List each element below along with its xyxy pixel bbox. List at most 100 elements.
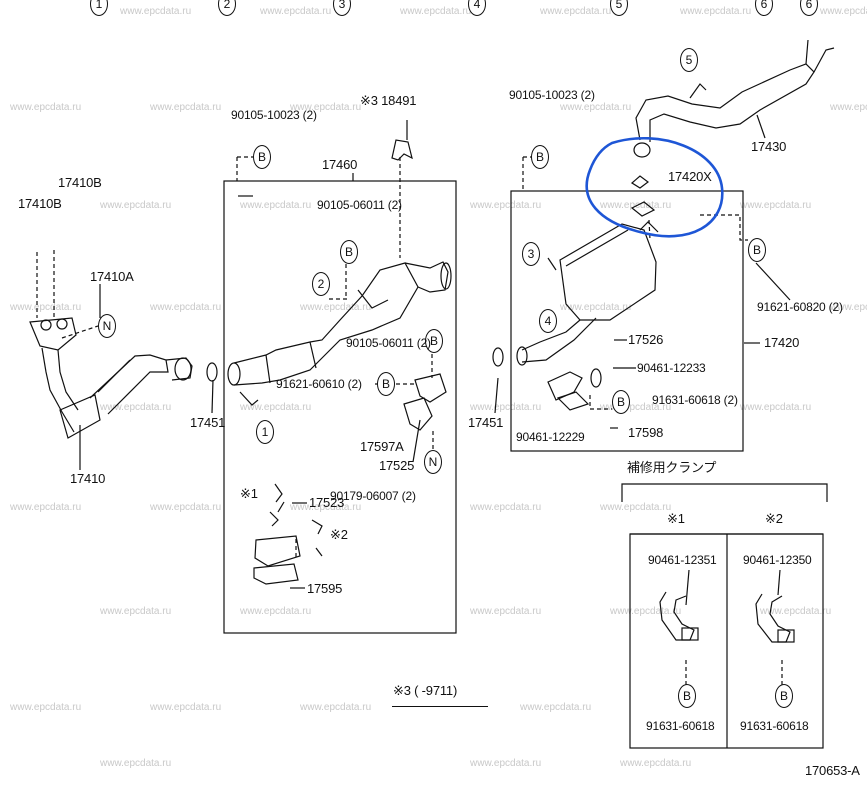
repair-clamp-col1-head: ※1	[667, 511, 685, 526]
part-17526: 17526	[628, 332, 664, 347]
box-17420	[510, 190, 744, 452]
part-17420x: 17420X	[668, 169, 712, 184]
watermark: www.epcdata.ru	[260, 6, 332, 17]
watermark: www.epcdata.ru	[600, 402, 672, 413]
watermark: www.epcdata.ru	[620, 758, 692, 769]
part-91621-60610: 91621-60610 (2)	[276, 377, 362, 391]
part-17597a: 17597A	[360, 439, 404, 454]
muffler-17420	[516, 221, 659, 366]
part-17430: 17430	[751, 139, 787, 154]
watermark: www.epcdata.ru	[300, 302, 372, 313]
part-17420: 17420	[764, 335, 800, 350]
watermark: www.epcdata.ru	[540, 6, 612, 17]
watermark: www.epcdata.ru	[830, 102, 867, 113]
callout-b-6: B	[748, 238, 766, 262]
callout-b-3: B	[425, 329, 443, 353]
watermark: www.epcdata.ru	[100, 200, 172, 211]
part-17410b-lower: 17410B	[18, 196, 62, 211]
watermark: www.epcdata.ru	[240, 200, 312, 211]
part-90179-06007: 90179-06007 (2)	[330, 489, 416, 503]
part-90105-06011-lower: 90105-06011 (2)	[346, 336, 431, 350]
watermark: www.epcdata.ru	[470, 402, 542, 413]
watermark: www.epcdata.ru	[150, 502, 222, 513]
part-17410: 17410	[70, 471, 106, 486]
watermark: www.epcdata.ru	[240, 606, 312, 617]
watermark: www.epcdata.ru	[100, 758, 172, 769]
callout-b-1: B	[253, 145, 271, 169]
section-circle-1: 1	[256, 420, 274, 444]
part-17410a: 17410A	[90, 269, 134, 284]
callout-b-8: B	[678, 684, 696, 708]
watermark: www.epcdata.ru	[400, 6, 472, 17]
part-17595: 17595	[307, 581, 343, 596]
clamp-bracket	[621, 483, 828, 502]
watermark: www.epcdata.ru	[610, 606, 682, 617]
part-17451-right: 17451	[468, 415, 504, 430]
watermark: www.epcdata.ru	[740, 402, 812, 413]
watermark: www.epcdata.ru	[100, 402, 172, 413]
mark-2-label: ※2	[330, 527, 348, 542]
tailpipe-17430	[633, 39, 835, 158]
callout-b-5: B	[531, 145, 549, 169]
callout-b-9: B	[775, 684, 793, 708]
repair-clamp-title: 補修用クランプ	[627, 460, 717, 475]
watermark: www.epcdata.ru	[470, 502, 542, 513]
part-90105-06011-upper: 90105-06011 (2)	[317, 198, 402, 212]
part-17523: 17523	[309, 495, 345, 510]
watermark: www.epcdata.ru	[520, 702, 592, 713]
watermark: www.epcdata.ru	[300, 702, 372, 713]
section-circle-5: 5	[680, 48, 698, 72]
part-90105-10023-right: 90105-10023 (2)	[509, 88, 595, 102]
watermark: www.epcdata.ru	[740, 200, 812, 211]
section-circle-4: 4	[539, 309, 557, 333]
repair-clamp-col1-bolt: 91631-60618	[646, 719, 715, 733]
callout-b-4: B	[377, 372, 395, 396]
box-17460	[223, 180, 457, 634]
callout-n-1: N	[98, 314, 116, 338]
part-17525: 17525	[379, 458, 415, 473]
watermark: www.epcdata.ru	[120, 6, 192, 17]
part-91631-60618-right: 91631-60618 (2)	[652, 393, 738, 407]
watermark: www.epcdata.ru	[10, 102, 82, 113]
watermark: www.epcdata.ru	[820, 6, 867, 17]
callout-b-2: B	[340, 240, 358, 264]
part-17410b-upper: 17410B	[58, 175, 102, 190]
watermark: www.epcdata.ru	[150, 702, 222, 713]
watermark: www.epcdata.ru	[470, 758, 542, 769]
watermark: www.epcdata.ru	[240, 402, 312, 413]
watermark: www.epcdata.ru	[100, 606, 172, 617]
watermark: www.epcdata.ru	[290, 502, 362, 513]
front-pipe-17410	[29, 317, 193, 439]
diagram-ref-code: 170653-A	[805, 763, 860, 778]
repair-clamp-col2-part: 90461-12350	[743, 553, 812, 567]
watermark: www.epcdata.ru	[470, 200, 542, 211]
callout-n-2: N	[424, 450, 442, 474]
footnote-underline	[392, 706, 488, 707]
mark-1-label: ※1	[240, 486, 258, 501]
footnote: ※3 ( -9711)	[393, 683, 458, 698]
watermark: www.epcdata.ru	[830, 302, 867, 313]
part-90105-10023-left: 90105-10023 (2)	[231, 108, 317, 122]
watermark: www.epcdata.ru	[150, 302, 222, 313]
part-17451-left: 17451	[190, 415, 226, 430]
watermark: www.epcdata.ru	[600, 200, 672, 211]
part-91621-60820: 91621-60820 (2)	[757, 300, 843, 314]
watermark: www.epcdata.ru	[470, 606, 542, 617]
watermark: www.epcdata.ru	[560, 302, 632, 313]
converter-pipe-17460	[227, 261, 452, 406]
section-circle-2: 2	[312, 272, 330, 296]
part-90461-12233: 90461-12233	[637, 361, 706, 375]
watermark: www.epcdata.ru	[10, 502, 82, 513]
watermark: www.epcdata.ru	[680, 6, 752, 17]
watermark: www.epcdata.ru	[150, 102, 222, 113]
part-17598: 17598	[628, 425, 664, 440]
part-18491: ※3 18491	[360, 93, 417, 108]
watermark: www.epcdata.ru	[560, 102, 632, 113]
repair-clamp-col1-part: 90461-12351	[648, 553, 717, 567]
watermark: www.epcdata.ru	[10, 302, 82, 313]
part-90461-12229: 90461-12229	[516, 430, 585, 444]
watermark: www.epcdata.ru	[10, 702, 82, 713]
section-circle-3: 3	[522, 242, 540, 266]
